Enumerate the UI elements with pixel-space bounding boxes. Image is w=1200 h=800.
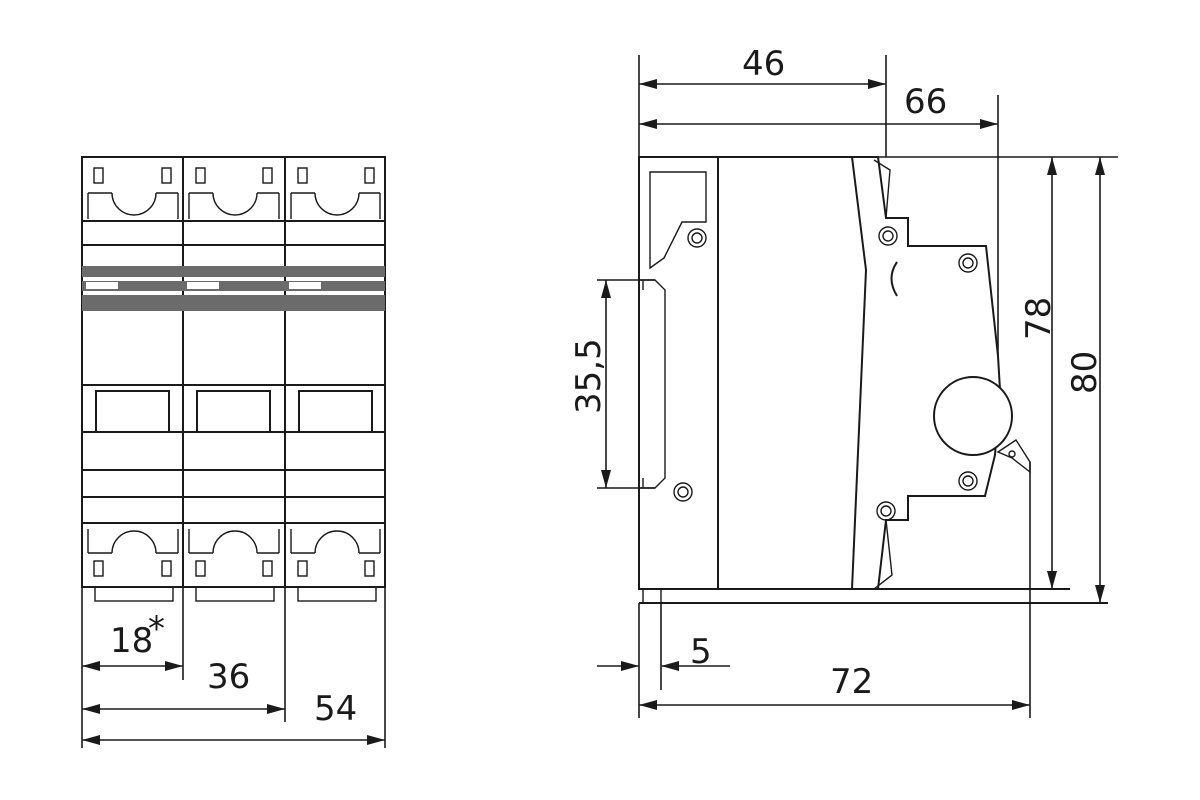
- top-terminals: [82, 167, 385, 246]
- side-rivet-2: [673, 482, 693, 502]
- handle-window-2: [196, 390, 271, 433]
- front-dimensions: 18 * 36 54: [81, 587, 386, 748]
- dim-label-54: 54: [314, 689, 357, 729]
- dim-note-asterisk: *: [148, 609, 165, 649]
- handle-window-1: [95, 390, 170, 433]
- dim-label-66: 66: [904, 82, 947, 122]
- top-terminal-1: [87, 167, 179, 219]
- din-rail-slot: [639, 279, 666, 489]
- side-view: 46 66 35,5 78 80 5 7: [569, 44, 1118, 718]
- rail-clip-2: [195, 586, 275, 602]
- side-rivet-4: [958, 253, 978, 273]
- dim-label-5: 5: [690, 632, 712, 672]
- label-band: [82, 266, 385, 311]
- top-terminal-2: [188, 167, 280, 219]
- dim-label-80: 80: [1065, 351, 1105, 394]
- bottom-terminal-2: [188, 529, 280, 577]
- toggle-knob: [933, 376, 1013, 456]
- rail-foot: [642, 588, 662, 604]
- rail-clip-1: [94, 586, 174, 602]
- side-rivet-3: [878, 226, 898, 246]
- front-view: 18 * 36 54: [81, 156, 386, 748]
- dim-label-46: 46: [742, 44, 785, 84]
- handle-window-3: [298, 390, 373, 433]
- side-slot-mark: [890, 261, 898, 297]
- side-upper-recess: [649, 171, 707, 270]
- dim-label-72: 72: [830, 662, 873, 702]
- dim-label-36: 36: [207, 657, 250, 697]
- side-rivet-5: [958, 471, 978, 491]
- dim-label-35-5: 35,5: [569, 338, 609, 414]
- top-terminal-3: [290, 167, 381, 219]
- rail-clip-3: [297, 586, 377, 602]
- dim-label-18: 18: [110, 621, 153, 661]
- bottom-terminals: [82, 522, 385, 602]
- front-body-outline: [81, 156, 386, 588]
- bottom-terminal-3: [290, 529, 381, 577]
- side-main-body: [717, 156, 868, 590]
- bottom-terminal-1: [87, 529, 179, 577]
- dim-label-78: 78: [1019, 297, 1059, 340]
- side-front-body: [852, 156, 1002, 590]
- side-rivet-6: [876, 501, 896, 521]
- side-rivet-1: [687, 228, 707, 248]
- handle-area: [82, 384, 385, 498]
